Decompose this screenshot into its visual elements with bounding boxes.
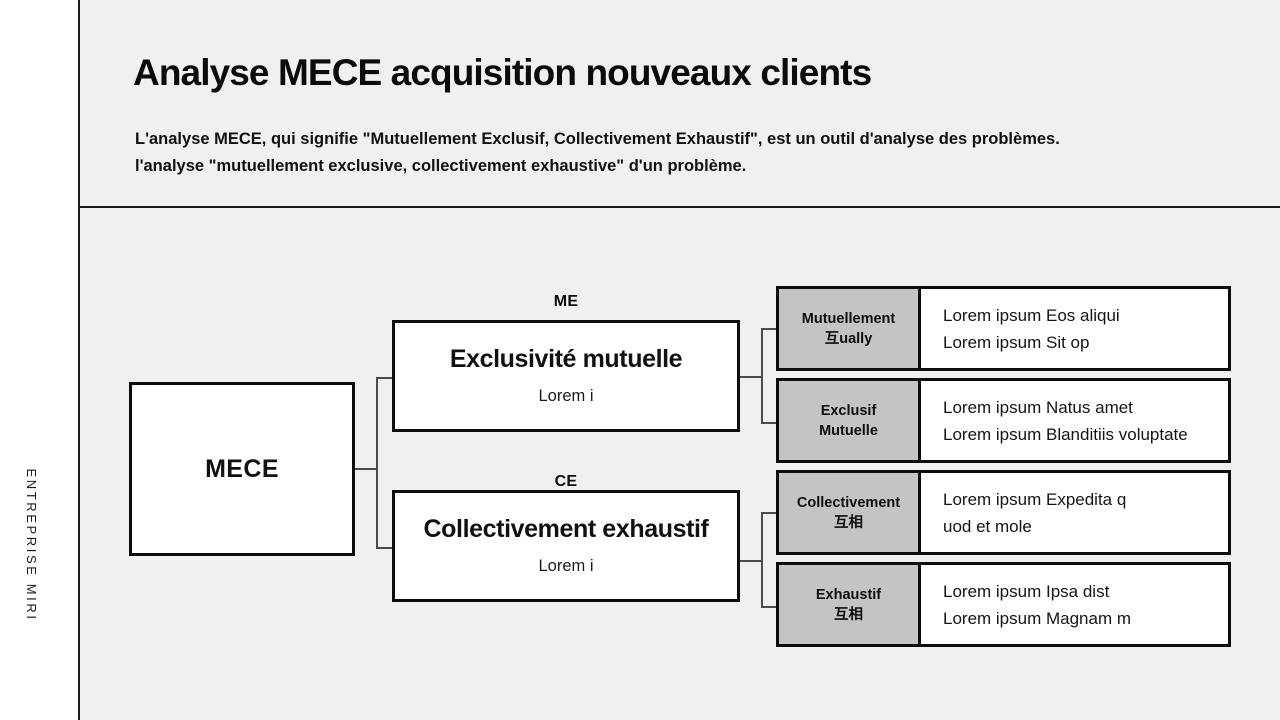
connector-root-stub <box>355 468 377 470</box>
leaf-detail-line-2: Lorem ipsum Sit op <box>943 332 1090 352</box>
leaf-detail-line-1: Lorem ipsum Eos aliqui <box>943 305 1120 325</box>
branch-tag-ce: CE <box>554 473 578 490</box>
leaf-detail-line-2: uod et mole <box>943 516 1032 536</box>
leaf-label-line-1: Exclusif <box>820 402 877 419</box>
connector-ce-spine <box>761 512 763 608</box>
connector-root-spine <box>376 377 378 549</box>
connector-ce-stub <box>740 560 762 562</box>
page-title: Analyse MECE acquisition nouveaux client… <box>133 52 872 93</box>
mece-tree-diagram: MECE ME Exclusivité mutuelle Lorem i CE … <box>80 208 1280 720</box>
connector-me-arm-bottom <box>761 422 777 424</box>
leaf-detail-line-2: Lorem ipsum Magnam m <box>943 608 1132 628</box>
connector-me-arm-top <box>761 328 777 330</box>
leaf-row[interactable]: Exhaustif 互相 Lorem ipsum Ipsa dist Lorem… <box>776 562 1231 647</box>
leaf-detail: Lorem ipsum Ipsa dist Lorem ipsum Magnam… <box>921 565 1228 644</box>
node-branch-ce-title: Collectivement exhaustif <box>423 515 709 544</box>
leaf-label-line-2: Mutuelle <box>819 422 878 439</box>
leaf-label-line-2: 互相 <box>834 514 863 531</box>
company-name-vertical: ENTREPRISE MIRI <box>24 468 39 622</box>
node-branch-me-subtitle: Lorem i <box>538 386 594 405</box>
leaf-detail-line-2: Lorem ipsum Blanditiis voluptate <box>943 424 1188 444</box>
node-root-mece[interactable]: MECE <box>129 382 355 556</box>
leaf-detail: Lorem ipsum Natus amet Lorem ipsum Bland… <box>921 381 1228 460</box>
branch-tag-me: ME <box>553 293 579 310</box>
leaf-detail: Lorem ipsum Eos aliqui Lorem ipsum Sit o… <box>921 289 1228 368</box>
node-branch-ce[interactable]: Collectivement exhaustif Lorem i <box>392 490 740 602</box>
leaf-row[interactable]: Mutuellement 互ually Lorem ipsum Eos aliq… <box>776 286 1231 371</box>
connector-root-arm-top <box>376 377 393 379</box>
page-subtitle: L'analyse MECE, qui signifie "Mutuelleme… <box>135 126 1245 180</box>
leaf-detail-line-1: Lorem ipsum Ipsa dist <box>943 581 1110 601</box>
slide-header: Analyse MECE acquisition nouveaux client… <box>80 0 1280 208</box>
leaf-row[interactable]: Collectivement 互相 Lorem ipsum Expedita q… <box>776 470 1231 555</box>
leaf-label: Exhaustif 互相 <box>779 565 921 644</box>
connector-ce-arm-bottom <box>761 606 777 608</box>
connector-root-arm-bottom <box>376 547 393 549</box>
node-root-title: MECE <box>205 454 279 483</box>
connector-me-stub <box>740 376 762 378</box>
subtitle-line-2: l'analyse "mutuellement exclusive, colle… <box>135 157 747 175</box>
subtitle-line-1: L'analyse MECE, qui signifie "Mutuelleme… <box>135 130 1060 148</box>
leaf-label: Exclusif Mutuelle <box>779 381 921 460</box>
leaf-detail-line-1: Lorem ipsum Expedita q <box>943 489 1127 509</box>
side-rail: ENTREPRISE MIRI <box>0 0 80 720</box>
leaf-label-line-1: Collectivement <box>796 494 901 511</box>
leaf-detail: Lorem ipsum Expedita q uod et mole <box>921 473 1228 552</box>
node-branch-me[interactable]: Exclusivité mutuelle Lorem i <box>392 320 740 432</box>
leaf-label-line-1: Exhaustif <box>815 586 882 603</box>
connector-ce-arm-top <box>761 512 777 514</box>
node-branch-me-title: Exclusivité mutuelle <box>449 345 683 374</box>
node-branch-ce-subtitle: Lorem i <box>538 556 594 575</box>
connector-me-spine <box>761 328 763 424</box>
leaf-detail-line-1: Lorem ipsum Natus amet <box>943 397 1133 417</box>
leaf-label-line-2: 互相 <box>834 606 863 623</box>
leaf-label: Collectivement 互相 <box>779 473 921 552</box>
leaf-row[interactable]: Exclusif Mutuelle Lorem ipsum Natus amet… <box>776 378 1231 463</box>
leaf-label-line-1: Mutuellement <box>801 310 896 327</box>
slide-canvas: Analyse MECE acquisition nouveaux client… <box>80 0 1280 720</box>
leaf-label: Mutuellement 互ually <box>779 289 921 368</box>
leaf-label-line-2: 互ually <box>824 330 873 347</box>
